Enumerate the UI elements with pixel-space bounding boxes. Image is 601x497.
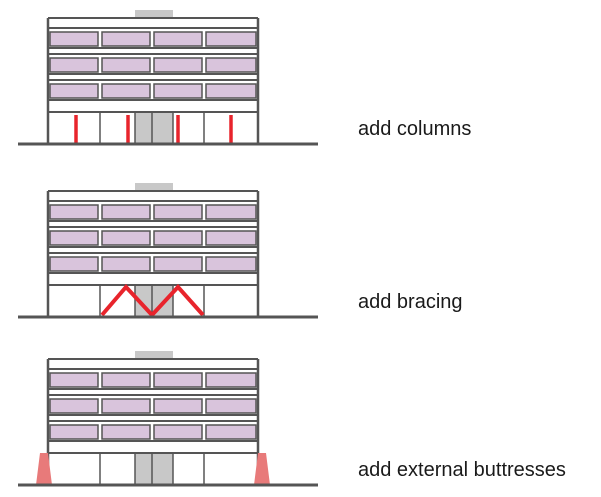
window-r1-b3 xyxy=(205,57,257,73)
building-buttresses xyxy=(18,351,318,487)
window-r2-b2 xyxy=(153,424,203,440)
caption-add-columns: add columns xyxy=(358,118,472,140)
building-bracing xyxy=(18,183,318,319)
roof-box xyxy=(135,351,173,359)
window-r2-b2 xyxy=(153,83,203,99)
window-r2-b3 xyxy=(205,83,257,99)
caption-add-bracing: add bracing xyxy=(358,291,463,313)
window-r1-b0 xyxy=(49,230,99,246)
added-bracing xyxy=(100,283,205,318)
window-r0-b0 xyxy=(49,372,99,388)
window-r2-b3 xyxy=(205,256,257,272)
window-r1-b0 xyxy=(49,57,99,73)
window-r1-b3 xyxy=(205,230,257,246)
window-r0-b2 xyxy=(153,372,203,388)
window-r2-b1 xyxy=(101,424,151,440)
window-r0-b0 xyxy=(49,204,99,220)
window-r2-b0 xyxy=(49,83,99,99)
window-r2-b3 xyxy=(205,424,257,440)
window-r0-b2 xyxy=(153,204,203,220)
window-r0-b3 xyxy=(205,31,257,47)
buttress-right xyxy=(254,453,270,485)
caption-add-external-buttresses: add external buttresses xyxy=(358,459,566,481)
window-r0-b1 xyxy=(101,31,151,47)
window-r0-b3 xyxy=(205,204,257,220)
window-r2-b1 xyxy=(101,83,151,99)
window-r1-b3 xyxy=(205,398,257,414)
window-r0-b3 xyxy=(205,372,257,388)
building-columns xyxy=(18,10,318,146)
window-r2-b1 xyxy=(101,256,151,272)
window-r1-b2 xyxy=(153,57,203,73)
core xyxy=(135,112,173,144)
window-r2-b0 xyxy=(49,256,99,272)
window-r0-b2 xyxy=(153,31,203,47)
window-r1-b2 xyxy=(153,398,203,414)
window-r2-b2 xyxy=(153,256,203,272)
window-r0-b0 xyxy=(49,31,99,47)
roof-box xyxy=(135,10,173,18)
buttress-left xyxy=(36,453,52,485)
window-r1-b0 xyxy=(49,398,99,414)
window-r1-b1 xyxy=(101,57,151,73)
window-r2-b0 xyxy=(49,424,99,440)
window-r1-b2 xyxy=(153,230,203,246)
window-r1-b1 xyxy=(101,230,151,246)
core xyxy=(135,453,173,485)
window-r0-b1 xyxy=(101,372,151,388)
window-r1-b1 xyxy=(101,398,151,414)
roof-box xyxy=(135,183,173,191)
window-r0-b1 xyxy=(101,204,151,220)
